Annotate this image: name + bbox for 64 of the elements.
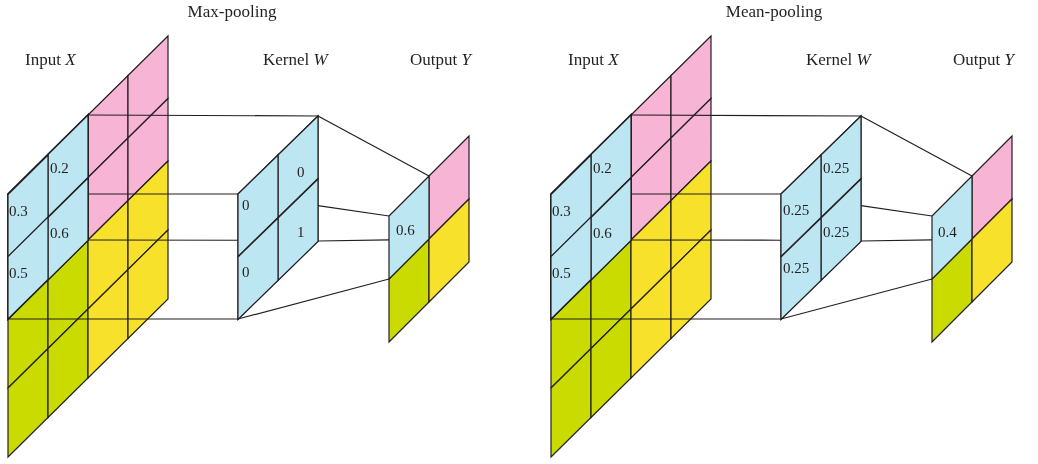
grid-cell [781, 217, 821, 319]
cell-value: 0.3 [552, 204, 571, 219]
cell-value: 0 [297, 165, 305, 180]
projection-line [630, 193, 782, 195]
grid-cell [48, 177, 88, 280]
grid-heading: Input X [25, 51, 76, 70]
cell-value: 1 [297, 224, 305, 240]
projection-line [860, 115, 973, 177]
cell-value: 0.4 [938, 225, 957, 240]
projection-line [860, 205, 933, 217]
grid-cell [238, 155, 278, 257]
grid-cell [278, 178, 318, 280]
pooling-window [8, 115, 88, 319]
cell-value: 0.6 [396, 223, 415, 238]
cell-value: 0 [242, 264, 250, 280]
grid-cell [932, 176, 972, 279]
projection-line [780, 278, 933, 320]
grid-cell [8, 217, 48, 319]
projection-line [317, 239, 390, 242]
projection-line [87, 114, 319, 117]
cell-value: 0 [242, 198, 250, 213]
cell-value: 0.25 [823, 161, 850, 176]
grid-cell [278, 116, 318, 218]
input-grid [551, 36, 711, 457]
cell-value: 0.5 [552, 265, 571, 281]
projection-line [87, 193, 239, 195]
grid-cell [389, 176, 429, 279]
grid-cell [781, 155, 821, 257]
grid-cell [821, 178, 861, 280]
cell-value: 0.6 [593, 226, 612, 241]
grid-cell [8, 154, 48, 257]
panel-title: Mean-pooling [725, 3, 823, 22]
grid-cell [48, 115, 88, 217]
cell-value: 0.6 [50, 226, 69, 241]
projection-line [237, 278, 390, 320]
projection-line [860, 239, 933, 242]
cell-value: 0.5 [9, 265, 28, 281]
projection-line [550, 318, 782, 320]
pooling-window [551, 115, 631, 319]
panel-title: Max-pooling [187, 3, 277, 22]
grid-cell [238, 217, 278, 319]
grid-heading: Output Y [410, 51, 471, 70]
grid-heading: Kernel W [806, 51, 871, 70]
cell-value: 0.3 [9, 204, 28, 219]
cell-value: 0.2 [593, 160, 612, 176]
grid-cell [591, 115, 631, 217]
projection-line [317, 205, 390, 217]
projection-line [87, 239, 239, 241]
grid-cell [551, 217, 591, 319]
grid-heading: Output Y [953, 51, 1014, 70]
cell-value: 0.25 [823, 224, 850, 240]
cell-value: 0.25 [783, 203, 810, 218]
grid-cell [591, 177, 631, 280]
projection-line [317, 115, 430, 177]
projection-line [630, 239, 782, 241]
cell-value: 0.25 [783, 260, 810, 276]
projection-line [7, 318, 239, 320]
grid-cell [821, 116, 861, 218]
input-grid [8, 36, 168, 457]
grid-heading: Input X [568, 51, 619, 70]
projection-line [630, 114, 862, 117]
grid-cell [551, 154, 591, 257]
cell-value: 0.2 [50, 160, 69, 176]
grid-heading: Kernel W [263, 51, 328, 70]
